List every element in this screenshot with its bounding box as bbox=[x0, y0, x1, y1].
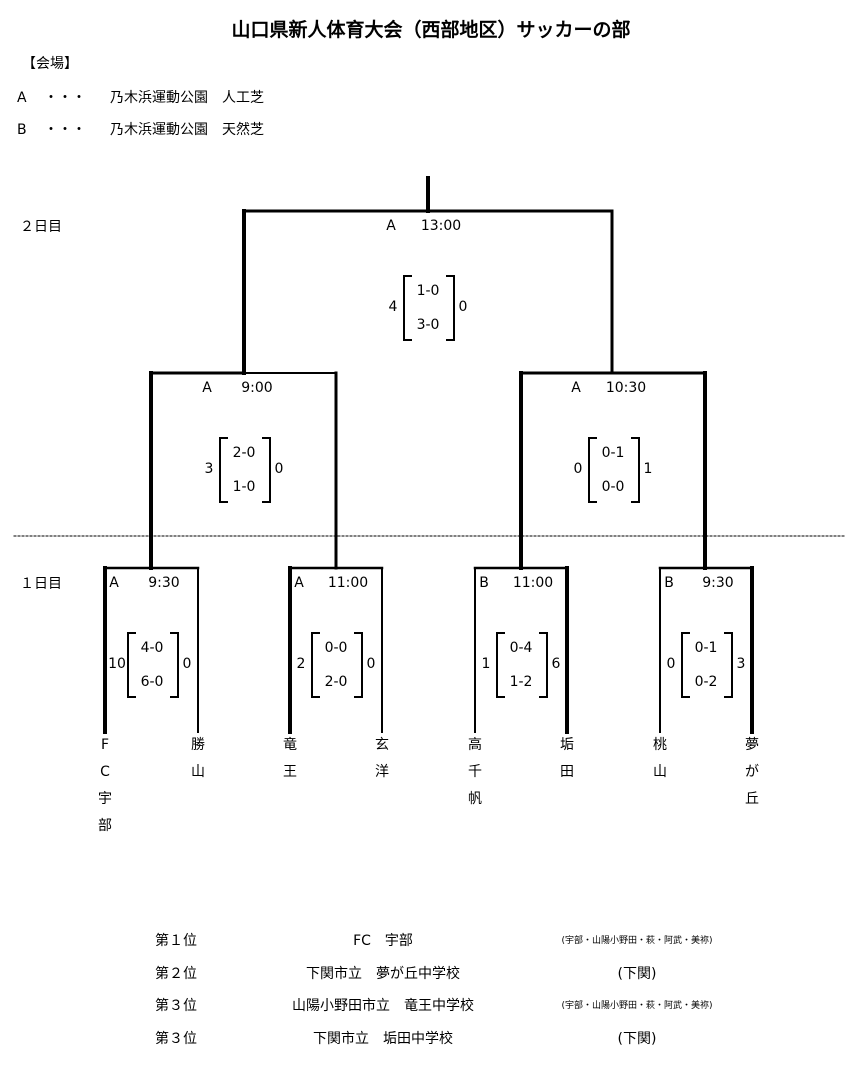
match-venue: B bbox=[664, 575, 674, 591]
venue-a-dots: ・・・ bbox=[44, 90, 86, 106]
team-name-char: 高 bbox=[468, 737, 482, 753]
team-name-char: 洋 bbox=[375, 764, 389, 780]
team-name-char: 部 bbox=[98, 818, 112, 834]
second-half-score: 1-0 bbox=[232, 479, 256, 495]
ranking-team: FC 宇部 bbox=[353, 933, 413, 949]
venue-b-dots: ・・・ bbox=[44, 122, 86, 138]
right-bracket bbox=[354, 632, 363, 698]
first-half-score: 1-0 bbox=[416, 283, 440, 299]
left-bracket bbox=[127, 632, 136, 698]
match-time: 9:30 bbox=[148, 575, 180, 591]
match-time: 9:00 bbox=[241, 380, 273, 396]
right-bracket bbox=[539, 632, 548, 698]
right-bracket bbox=[631, 437, 640, 503]
ranking-region: (下関) bbox=[617, 1030, 657, 1047]
team-name-char: 山 bbox=[191, 764, 205, 780]
team-name-char: C bbox=[100, 764, 110, 780]
left-total-score: 4 bbox=[388, 299, 398, 315]
match-time: 13:00 bbox=[420, 218, 462, 234]
team-name-char: F bbox=[100, 737, 110, 753]
first-half-score: 2-0 bbox=[232, 445, 256, 461]
ranking-team: 下関市立 垢田中学校 bbox=[313, 1030, 453, 1047]
right-total-score: 0 bbox=[458, 299, 468, 315]
team-name-char: 帆 bbox=[468, 791, 482, 807]
team-name-char: 勝 bbox=[191, 737, 205, 753]
day1-label: １日目 bbox=[20, 576, 62, 592]
venue-b-name: 乃木浜運動公園 天然芝 bbox=[110, 122, 264, 138]
venue-a-code: A bbox=[17, 90, 27, 106]
team-name-char: 丘 bbox=[745, 791, 759, 807]
match-time: 9:30 bbox=[702, 575, 734, 591]
first-half-score: 0-4 bbox=[509, 640, 533, 656]
ranking-team: 山陽小野田市立 竜王中学校 bbox=[292, 998, 474, 1014]
match-venue: A bbox=[386, 218, 396, 234]
second-half-score: 0-2 bbox=[694, 674, 718, 690]
second-half-score: 6-0 bbox=[140, 674, 164, 690]
first-half-score: 0-1 bbox=[601, 445, 625, 461]
right-total-score: 0 bbox=[274, 461, 284, 477]
right-total-score: 0 bbox=[366, 656, 376, 672]
team-name-char: 竜 bbox=[283, 737, 297, 753]
second-half-score: 1-2 bbox=[509, 674, 533, 690]
match-time: 11:00 bbox=[327, 575, 369, 591]
team-name-char: 田 bbox=[560, 764, 574, 780]
right-total-score: 3 bbox=[736, 656, 746, 672]
ranking-team: 下関市立 夢が丘中学校 bbox=[306, 965, 460, 982]
first-half-score: 0-1 bbox=[694, 640, 718, 656]
left-total-score: 0 bbox=[666, 656, 676, 672]
right-total-score: 1 bbox=[643, 461, 653, 477]
ranking-place: 第２位 bbox=[155, 965, 197, 982]
left-bracket bbox=[681, 632, 690, 698]
page-title: 山口県新人体育大会（西部地区）サッカーの部 bbox=[231, 19, 631, 41]
ranking-place: 第３位 bbox=[155, 998, 197, 1014]
venue-a-name: 乃木浜運動公園 人工芝 bbox=[110, 90, 264, 106]
ranking-region: (宇部・山陽小野田・萩・阿武・美祢) bbox=[561, 1001, 713, 1011]
left-total-score: 10 bbox=[108, 656, 126, 672]
venue-header: 【会場】 bbox=[22, 56, 78, 72]
venue-b-code: B bbox=[17, 122, 27, 138]
day2-label: ２日目 bbox=[20, 219, 62, 235]
left-total-score: 0 bbox=[573, 461, 583, 477]
match-venue: A bbox=[294, 575, 304, 591]
left-bracket bbox=[311, 632, 320, 698]
ranking-place: 第１位 bbox=[155, 933, 197, 949]
team-name-char: 宇 bbox=[98, 791, 112, 807]
team-name-char: 千 bbox=[468, 764, 482, 780]
match-venue: A bbox=[202, 380, 212, 396]
right-bracket bbox=[724, 632, 733, 698]
team-name-char: 垢 bbox=[560, 737, 574, 753]
left-total-score: 3 bbox=[204, 461, 214, 477]
first-half-score: 4-0 bbox=[140, 640, 164, 656]
team-name-char: 王 bbox=[283, 764, 297, 780]
left-total-score: 2 bbox=[296, 656, 306, 672]
team-name-char: 山 bbox=[653, 764, 667, 780]
left-bracket bbox=[219, 437, 228, 503]
right-bracket bbox=[170, 632, 179, 698]
team-name-char: 玄 bbox=[375, 737, 389, 753]
right-total-score: 6 bbox=[551, 656, 561, 672]
right-bracket bbox=[262, 437, 271, 503]
second-half-score: 2-0 bbox=[324, 674, 348, 690]
match-venue: A bbox=[109, 575, 119, 591]
left-total-score: 1 bbox=[481, 656, 491, 672]
team-name-char: 夢 bbox=[745, 737, 759, 753]
second-half-score: 3-0 bbox=[416, 317, 440, 333]
right-total-score: 0 bbox=[182, 656, 192, 672]
match-venue: B bbox=[479, 575, 489, 591]
match-time: 11:00 bbox=[512, 575, 554, 591]
ranking-place: 第３位 bbox=[155, 1030, 197, 1047]
match-time: 10:30 bbox=[605, 380, 647, 396]
right-bracket bbox=[446, 275, 455, 341]
team-name-char: が bbox=[745, 764, 759, 780]
match-venue: A bbox=[571, 380, 581, 396]
first-half-score: 0-0 bbox=[324, 640, 348, 656]
left-bracket bbox=[403, 275, 412, 341]
team-name-char: 桃 bbox=[653, 737, 667, 753]
left-bracket bbox=[496, 632, 505, 698]
ranking-region: (宇部・山陽小野田・萩・阿武・美祢) bbox=[561, 936, 713, 946]
ranking-region: (下関) bbox=[617, 965, 657, 982]
second-half-score: 0-0 bbox=[601, 479, 625, 495]
left-bracket bbox=[588, 437, 597, 503]
